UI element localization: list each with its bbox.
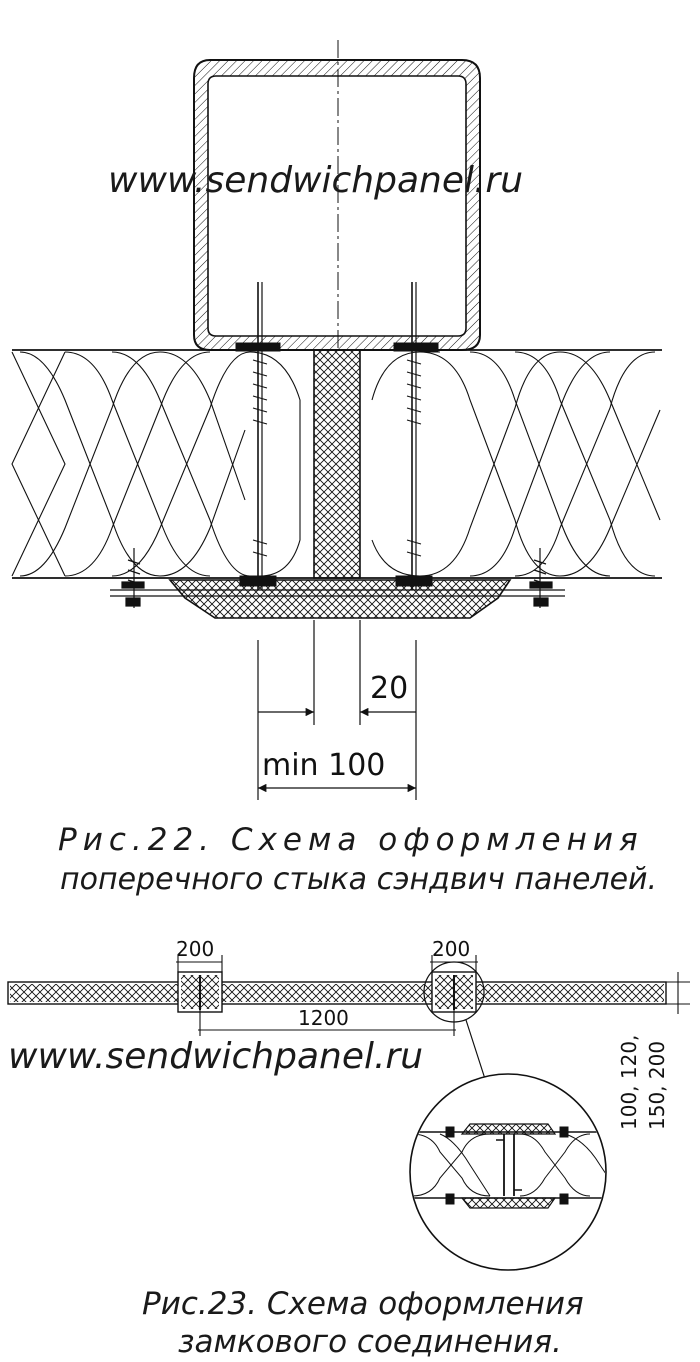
detail-magnified-joint	[409, 1073, 607, 1271]
figure-22-caption-line2: поперечного стыка сэндвич панелей.	[60, 862, 658, 897]
bottom-flashing	[168, 579, 512, 619]
sandwich-panels	[11, 349, 662, 579]
dimension-20: 20	[370, 671, 408, 706]
figure-23-lock-drawing: 200 200 1200 100, 120, 150, 200	[7, 937, 690, 1271]
figure-22-joint-drawing: 20 min 100	[11, 40, 662, 800]
lock-joint-left	[177, 971, 223, 1013]
dimension-200-right: 200	[432, 937, 470, 961]
dimension-lines-fig22	[257, 620, 417, 800]
figure-23-caption-line1: Рис.23. Схема оформления	[142, 1286, 584, 1322]
panel-screws	[121, 282, 553, 608]
watermark-top: www.sendwichpanel.ru	[108, 160, 524, 201]
detail-leader	[465, 1019, 487, 1083]
joint-seal-insert	[313, 349, 361, 579]
dimension-thickness-line2: 150, 200	[645, 1041, 669, 1130]
figure-23-caption-line2: замкового соединения.	[178, 1324, 562, 1360]
dimension-200-left: 200	[176, 937, 214, 961]
steel-tube-profile	[193, 59, 481, 351]
dimension-1200: 1200	[298, 1006, 349, 1030]
panel-strip	[7, 981, 667, 1005]
dimension-thickness-line1: 100, 120,	[617, 1035, 641, 1130]
dimension-min-100: min 100	[262, 748, 385, 783]
watermark-bottom: www.sendwichpanel.ru	[8, 1036, 424, 1077]
figure-22-caption-line1: Рис.22. Схема оформления	[58, 822, 644, 858]
dimension-lines-fig23	[176, 955, 690, 1036]
